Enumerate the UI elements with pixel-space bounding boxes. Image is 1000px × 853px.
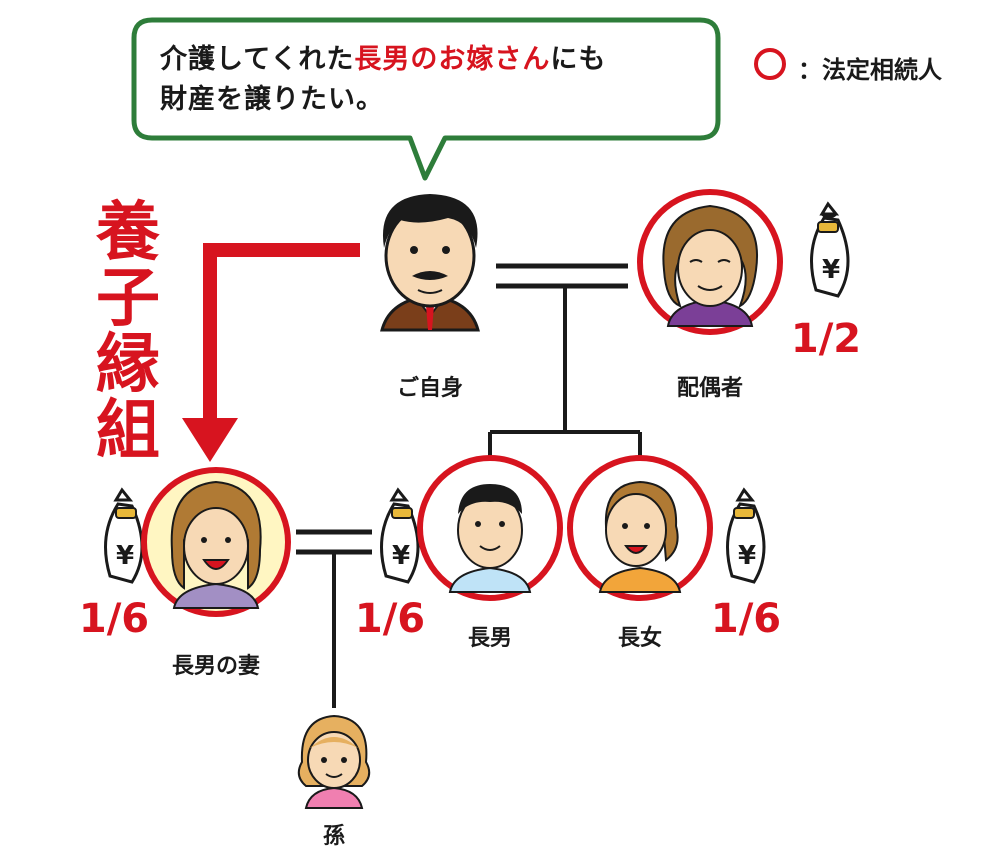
money-bag-icon: ¥ [810, 201, 850, 298]
self-avatar [380, 194, 480, 332]
eldest-son-avatar [417, 455, 563, 601]
svg-text:¥: ¥ [822, 255, 840, 285]
marriage-lines [296, 263, 628, 555]
speech-line-1-highlight: 長男のお嫁さん [354, 44, 551, 75]
spouse-name: 配偶者 [676, 376, 743, 401]
eldest-daughter-name: 長女 [617, 626, 662, 651]
speech-line-1-post: にも [550, 44, 607, 75]
adoption-label: 養子縁組 [96, 196, 160, 468]
speech-line-1-pre: 介護してくれた [160, 44, 355, 75]
eldest-daughter-share: 1/6 [710, 596, 782, 642]
legend-circle-icon [754, 48, 786, 80]
grandchild-name: 孫 [322, 824, 345, 849]
money-bag-icon: ¥ [380, 487, 420, 584]
speech-line-2: 財産を譲りたい。 [160, 84, 384, 115]
eldest-son-wife-avatar [141, 467, 291, 617]
spouse-share: 1/2 [790, 316, 862, 362]
eldest-daughter-avatar [567, 455, 713, 601]
eldest-son-share: 1/6 [354, 596, 426, 642]
money-bag-icon: ¥ [104, 487, 144, 584]
eldest-son-wife-share: 1/6 [78, 596, 150, 642]
eldest-son-wife-name: 長男の妻 [171, 654, 260, 679]
spouse-avatar [637, 189, 783, 335]
eldest-son-name: 長男 [467, 626, 512, 651]
speech-bubble-text: 介護してくれた長男のお嫁さんにも 財産を譲りたい。 [160, 40, 700, 120]
self-name: ご自身 [396, 376, 463, 401]
legend-label: ：法定相続人 [798, 56, 942, 84]
svg-text:¥: ¥ [116, 541, 134, 571]
speech-bubble [131, 17, 721, 181]
grandchild-avatar [297, 714, 371, 809]
adoption-arrow [182, 243, 360, 462]
svg-text:¥: ¥ [738, 541, 756, 571]
svg-text:¥: ¥ [392, 541, 410, 571]
money-bag-icon: ¥ [726, 487, 766, 584]
speech-line-1: 介護してくれた長男のお嫁さんにも [160, 40, 700, 80]
